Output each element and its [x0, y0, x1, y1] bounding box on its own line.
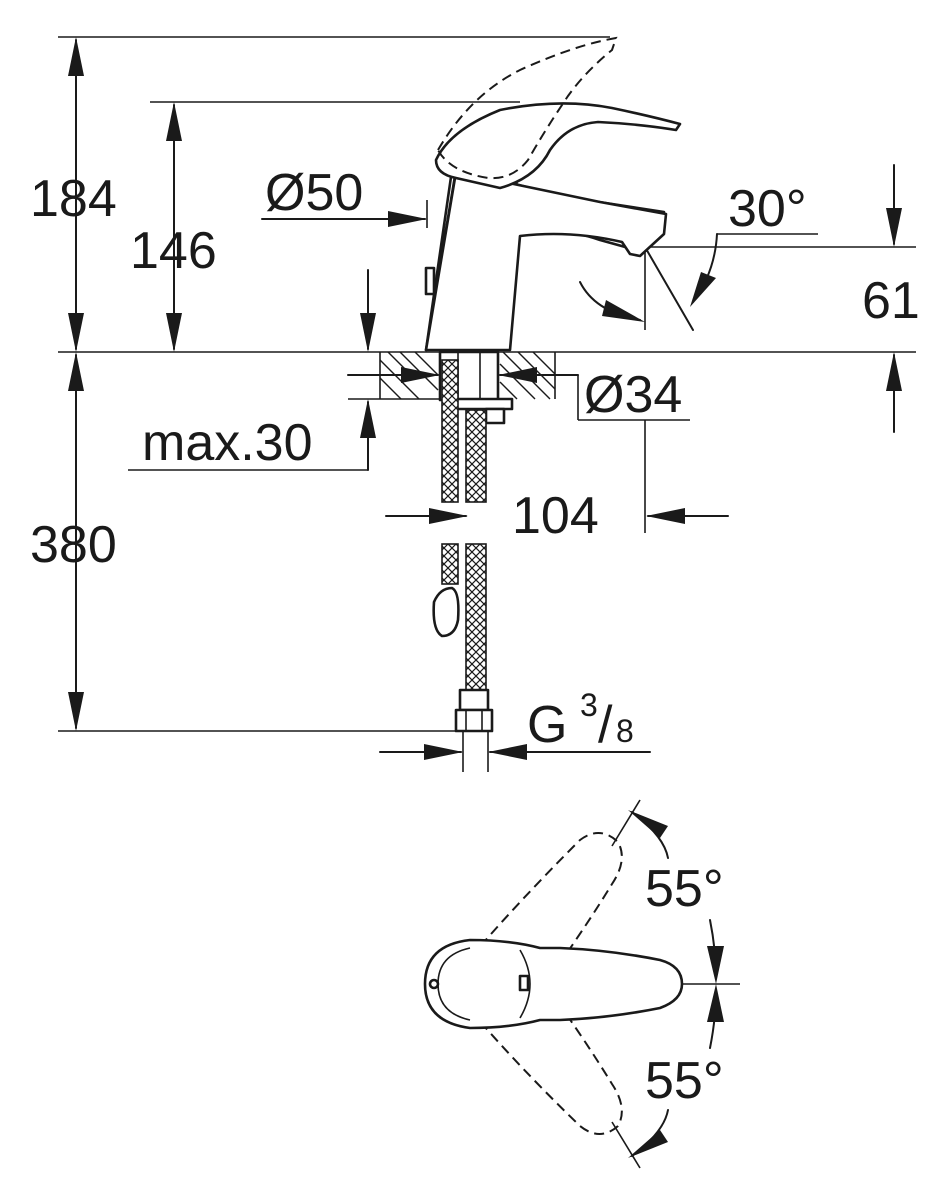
dim-hole-diameter-label: Ø34: [584, 366, 682, 424]
dim-lever-angle-lower: 55°: [628, 984, 724, 1158]
hose-tag: [432, 586, 460, 638]
side-view: 184 146 380 61: [30, 36, 920, 772]
hose-connector: [458, 688, 490, 712]
hose-right-upper: [465, 409, 487, 503]
dim-total-height-label: 184: [30, 170, 117, 228]
dim-hose-length-label: 380: [30, 516, 117, 574]
lever-open-position: [436, 36, 618, 180]
aerator-button: [424, 266, 436, 296]
lever-angle-upper-label: 55°: [645, 860, 724, 918]
thread-prefix-label: G: [527, 696, 567, 754]
top-view-base: [423, 938, 684, 1030]
faucet-lever: [434, 102, 682, 190]
dim-max-thickness-label: max.30: [142, 414, 313, 472]
dim-spout-angle-label: 30°: [728, 180, 807, 238]
hose-left-lower: [441, 543, 459, 585]
angle-ref-upper: [611, 799, 641, 847]
dim-spout-height-label: 146: [130, 222, 217, 280]
thread-slash-label: /: [598, 696, 613, 754]
top-view-indicator-left: [428, 978, 440, 990]
thread-numerator-label: 3: [580, 687, 598, 723]
top-view: 55° 55°: [423, 799, 740, 1169]
dim-spout-angle: 30°: [579, 180, 818, 331]
faucet-spout: [424, 170, 668, 352]
top-view-lever-edge: [519, 949, 531, 1019]
dim-outlet-height-label: 61: [862, 272, 920, 330]
dim-projection: 104: [385, 420, 729, 545]
dim-hole-diameter: Ø34: [347, 366, 690, 424]
top-view-indicator-right: [518, 974, 530, 992]
dim-lever-angle-upper: 55°: [628, 810, 724, 984]
dim-spout-height: 146: [130, 102, 217, 352]
dim-hose-length: 380: [30, 352, 117, 731]
hose-nut: [454, 708, 494, 733]
thread-denominator-label: 8: [616, 713, 634, 749]
dim-projection-label: 104: [512, 487, 599, 545]
dim-connection-thread: G 3 / 8: [379, 687, 651, 772]
faucet-body: [424, 36, 682, 352]
hose-right-lower: [465, 543, 487, 691]
hose-left: [441, 359, 459, 503]
dim-total-height: 184: [30, 37, 117, 352]
flexible-hoses: [432, 359, 494, 733]
lever-angle-lower-label: 55°: [645, 1052, 724, 1110]
dim-outlet-height: 61: [862, 164, 920, 433]
countertop-section: [379, 351, 556, 400]
angle-ref-lower: [611, 1121, 641, 1169]
dim-max-thickness: max.30: [128, 269, 440, 472]
dim-base-diameter-label: Ø50: [265, 164, 363, 222]
